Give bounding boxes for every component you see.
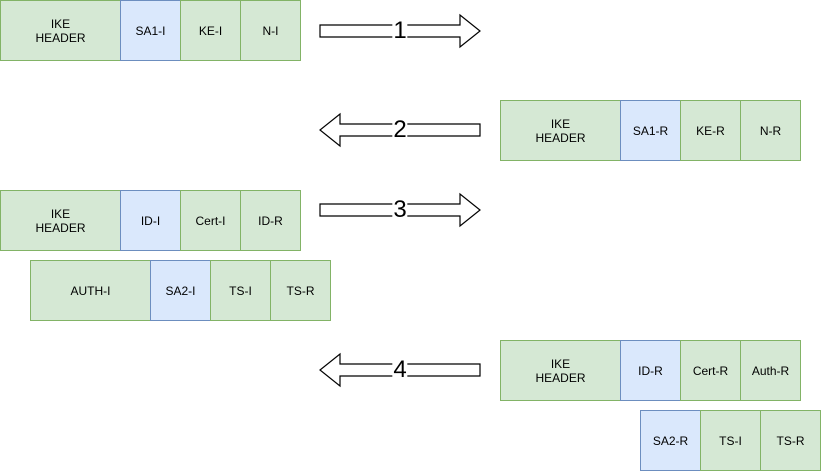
- msg4-auth-r: Auth-R: [740, 340, 801, 401]
- msg1-sa1-i: SA1-I: [120, 0, 181, 61]
- msg4-ts-r: TS-R: [760, 410, 821, 471]
- step-number-2: 2: [392, 116, 408, 143]
- msg3-id-r: ID-R: [240, 190, 301, 251]
- msg3-auth-i: AUTH-I: [30, 260, 151, 321]
- msg3-ike-header: IKE HEADER: [0, 190, 121, 251]
- msg4-sa2-r: SA2-R: [640, 410, 701, 471]
- msg2-ike-header: IKE HEADER: [500, 100, 621, 161]
- msg1-ike-header: IKE HEADER: [0, 0, 121, 61]
- step-number-1: 1: [392, 17, 408, 44]
- msg3-cert-i: Cert-I: [180, 190, 241, 251]
- step-number-4: 4: [392, 356, 408, 383]
- msg1-ke-i: KE-I: [180, 0, 241, 61]
- msg2-ke-r: KE-R: [680, 100, 741, 161]
- msg1-n-i: N-I: [240, 0, 301, 61]
- msg3-sa2-i: SA2-I: [150, 260, 211, 321]
- msg2-sa1-r: SA1-R: [620, 100, 681, 161]
- msg4-id-r: ID-R: [620, 340, 681, 401]
- msg4-ts-i: TS-I: [700, 410, 761, 471]
- msg2-n-r: N-R: [740, 100, 801, 161]
- msg3-id-i: ID-I: [120, 190, 181, 251]
- msg3-ts-i: TS-I: [210, 260, 271, 321]
- msg3-ts-r: TS-R: [270, 260, 331, 321]
- msg4-cert-r: Cert-R: [680, 340, 741, 401]
- msg4-ike-header: IKE HEADER: [500, 340, 621, 401]
- step-number-3: 3: [392, 196, 408, 223]
